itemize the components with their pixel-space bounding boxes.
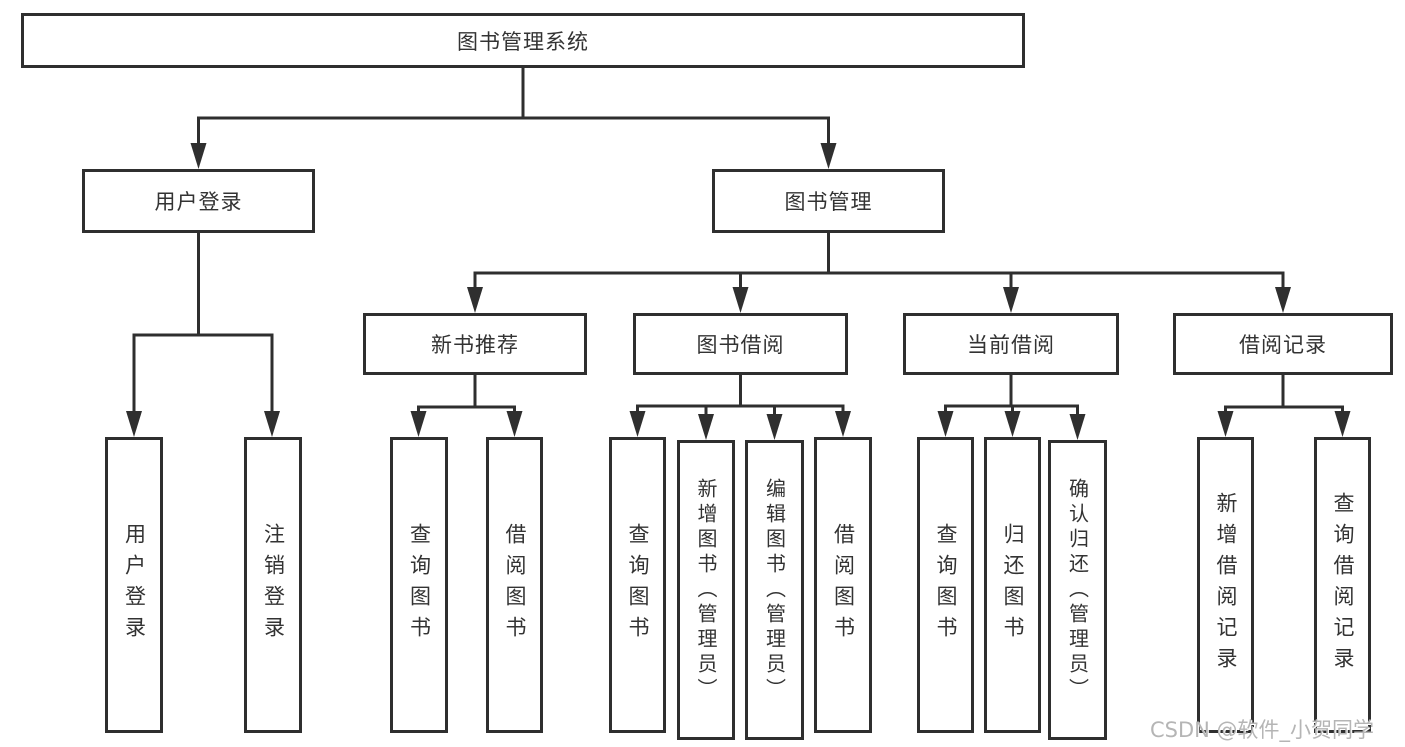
leaf-current-query-book: 查询图书 xyxy=(917,437,974,733)
node-label: 图书借阅 xyxy=(696,333,785,357)
leaf-label: 用户登录 xyxy=(122,523,147,647)
node-current-borrow: 当前借阅 xyxy=(903,313,1119,375)
leaf-label: 查询图书 xyxy=(407,523,432,647)
leaf-label: 新增借阅记录 xyxy=(1214,492,1238,678)
node-book-management: 图书管理 xyxy=(712,169,945,233)
csdn-watermark: CSDN @软件_小贺同学 xyxy=(1150,718,1375,742)
leaf-records-add-record: 新增借阅记录 xyxy=(1197,437,1254,733)
leaf-label: 编辑图书（管理员） xyxy=(762,477,787,703)
leaf-label: 注销登录 xyxy=(261,523,286,647)
leaf-borrow-query-book: 查询图书 xyxy=(609,437,666,733)
leaf-current-return-book: 归还图书 xyxy=(984,437,1041,733)
leaf-records-query-record: 查询借阅记录 xyxy=(1314,437,1371,733)
node-label: 图书管理 xyxy=(784,190,873,214)
leaf-borrow-add-book-admin: 新增图书（管理员） xyxy=(677,440,735,740)
node-user-login: 用户登录 xyxy=(82,169,315,233)
node-library-management-system: 图书管理系统 xyxy=(21,13,1025,68)
leaf-label: 查询借阅记录 xyxy=(1331,492,1355,678)
node-borrow-records: 借阅记录 xyxy=(1173,313,1393,375)
leaf-label: 查询图书 xyxy=(626,523,650,647)
leaf-borrow-borrow-book: 借阅图书 xyxy=(814,437,872,733)
leaf-logout-login: 注销登录 xyxy=(244,437,302,733)
leaf-label: 确认归还（管理员） xyxy=(1065,477,1090,703)
leaf-label: 查询图书 xyxy=(934,523,958,647)
leaf-user-login: 用户登录 xyxy=(105,437,163,733)
node-label: 借阅记录 xyxy=(1239,333,1327,357)
node-new-book-recommend: 新书推荐 xyxy=(363,313,587,375)
node-label: 当前借阅 xyxy=(967,333,1055,357)
leaf-label: 归还图书 xyxy=(1001,523,1025,647)
node-label: 图书管理系统 xyxy=(457,29,589,54)
node-label: 用户登录 xyxy=(154,190,243,214)
leaf-borrow-edit-book-admin: 编辑图书（管理员） xyxy=(745,440,804,740)
leaf-label: 借阅图书 xyxy=(831,523,856,647)
node-book-borrow: 图书借阅 xyxy=(633,313,848,375)
leaf-recommend-borrow-book: 借阅图书 xyxy=(486,437,543,733)
node-label: 新书推荐 xyxy=(431,333,519,357)
leaf-label: 新增图书（管理员） xyxy=(694,477,718,703)
leaf-recommend-query-book: 查询图书 xyxy=(390,437,448,733)
leaf-current-confirm-return-admin: 确认归还（管理员） xyxy=(1048,440,1107,740)
leaf-label: 借阅图书 xyxy=(503,523,527,647)
